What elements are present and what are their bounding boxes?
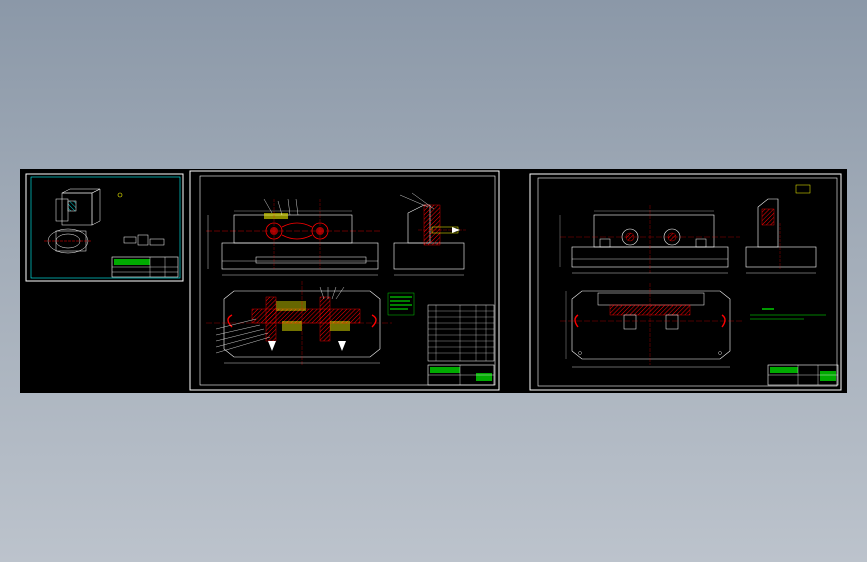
technical-notes [387,292,415,316]
side-view [393,192,466,276]
sheet-1[interactable] [25,173,184,282]
body-side-view [745,184,817,274]
cad-drawing [25,170,842,391]
roughness-symbol [795,184,811,194]
cad-viewport[interactable] [20,169,847,393]
sheet-2[interactable] [189,170,500,391]
body-front-view [559,205,740,274]
bill-of-materials [427,304,495,362]
part-detail-small [123,234,165,246]
part-iso-view [55,188,101,226]
body-top-view [560,283,742,368]
body-technical-notes [750,308,826,320]
title-block-1 [111,256,179,278]
front-view [206,198,380,276]
sheet-3[interactable] [529,173,842,391]
part-bottom-view [44,228,92,254]
top-section-view [206,281,392,365]
roughness-mark [117,192,123,198]
title-block-3 [767,364,839,386]
title-block-2 [427,364,495,386]
